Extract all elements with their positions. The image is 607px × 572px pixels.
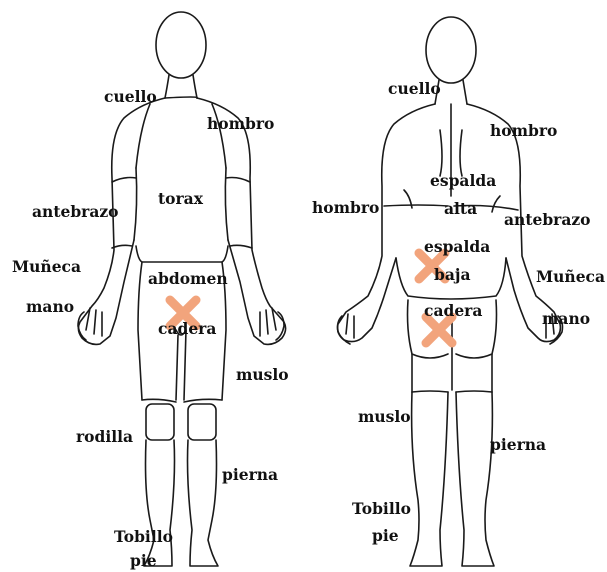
back-label-pie: pie	[372, 527, 399, 544]
front-label-torax: torax	[158, 190, 203, 207]
front-label-pie: pie	[130, 552, 157, 569]
front-label-rodilla: rodilla	[76, 428, 133, 445]
back-label-espalda-alta-1: espalda	[430, 172, 496, 189]
back-label-muslo: muslo	[358, 408, 411, 425]
front-label-antebrazo: antebrazo	[32, 203, 119, 220]
back-label-espalda-alta-2: alta	[444, 200, 477, 217]
back-label-espalda-baja-2: baja	[434, 266, 471, 283]
front-label-tobillo: Tobillo	[114, 528, 173, 545]
back-label-muneca: Muñeca	[536, 268, 605, 285]
front-label-cadera: cadera	[158, 320, 216, 337]
back-label-cadera: cadera	[424, 302, 482, 319]
back-label-tobillo: Tobillo	[352, 500, 411, 517]
back-label-antebrazo: antebrazo	[504, 211, 591, 228]
back-label-mano: mano	[542, 310, 590, 327]
back-label-hombro-left: hombro	[312, 199, 379, 216]
back-label-cuello: cuello	[388, 80, 441, 97]
front-label-muslo: muslo	[236, 366, 289, 383]
back-cadera-marker	[426, 317, 452, 343]
front-label-mano: mano	[26, 298, 74, 315]
front-label-abdomen: abdomen	[148, 270, 228, 287]
front-label-cuello: cuello	[104, 88, 157, 105]
back-label-hombro-right: hombro	[490, 122, 557, 139]
back-label-pierna: pierna	[490, 436, 546, 453]
front-label-muneca: Muñeca	[12, 258, 81, 275]
front-label-pierna: pierna	[222, 466, 278, 483]
front-label-hombro: hombro	[207, 115, 274, 132]
back-label-espalda-baja-1: espalda	[424, 238, 490, 255]
